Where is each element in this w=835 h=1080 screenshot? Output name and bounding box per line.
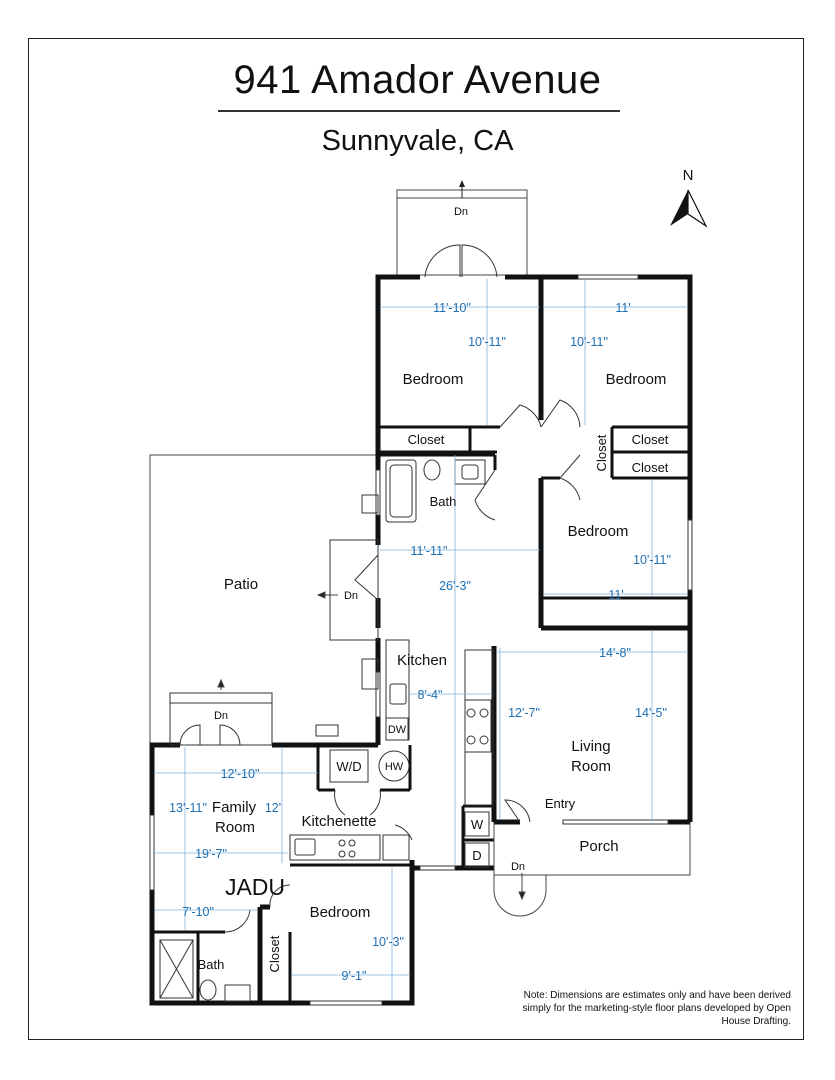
disclaimer-note: Note: Dimensions are estimates only and … — [522, 990, 791, 1027]
appliance-dryer: D — [472, 848, 481, 863]
room-living-line2: Room — [571, 758, 611, 775]
porch-outline — [217, 591, 691, 917]
room-closet-nw: Closet — [408, 432, 445, 447]
stair-label-patio: Dn — [344, 590, 358, 602]
room-closet-hall: Closet — [594, 434, 609, 471]
dim-living-height-left: 12'-7" — [508, 706, 540, 720]
dim-bed-e-width: 11' — [608, 588, 623, 602]
room-patio: Patio — [224, 576, 258, 593]
windows — [149, 274, 693, 1006]
dim-living-width: 14'-8" — [599, 646, 631, 660]
dim-family-height-left: 13'-11" — [169, 801, 207, 815]
stair-label-top: Dn — [454, 206, 468, 218]
main-walls — [375, 274, 693, 871]
appliance-washer: W — [471, 817, 484, 832]
room-living-line1: Living — [571, 738, 610, 755]
door-swings — [179, 244, 581, 933]
dim-bed-ne-width: 11' — [615, 301, 630, 315]
dim-jadu-bed-height: 10'-3" — [372, 935, 404, 949]
dim-bed-nw-height: 10'-11" — [468, 335, 506, 349]
fixtures — [159, 459, 494, 1002]
dim-hall-width: 11'-11" — [411, 544, 448, 558]
room-closet-ne1: Closet — [632, 432, 669, 447]
jadu-interior — [152, 745, 412, 1003]
room-kitchenette: Kitchenette — [301, 813, 376, 830]
stair-label-jadu: Dn — [214, 710, 228, 722]
dim-living-height-right: 14'-5" — [635, 706, 667, 720]
room-entry: Entry — [545, 796, 576, 811]
page-frame — [28, 38, 804, 1040]
title-underline — [218, 110, 620, 112]
room-family-line1: Family — [212, 799, 257, 816]
dim-family-length: 19'-7" — [195, 847, 227, 861]
room-kitchen: Kitchen — [397, 652, 447, 669]
dim-kitchen-width: 8'-4" — [418, 688, 443, 702]
appliance-dw: DW — [388, 724, 407, 736]
page-title: 941 Amador Avenue — [233, 58, 602, 102]
room-jadu-bedroom: Bedroom — [310, 904, 371, 921]
room-closet-ne2: Closet — [632, 460, 669, 475]
dim-family-width: 12'-10" — [221, 767, 260, 781]
appliance-hw: HW — [385, 761, 404, 773]
interior-walls — [378, 425, 690, 868]
room-jadu-closet: Closet — [267, 935, 282, 972]
dim-jadu-width: 7'-10" — [182, 905, 214, 919]
room-bedroom-ne: Bedroom — [606, 371, 667, 388]
dim-family-height-right: 12' — [265, 801, 281, 815]
page-subtitle: Sunnyvale, CA — [321, 125, 514, 157]
dim-jadu-bed-width: 9'-1" — [342, 969, 367, 983]
appliance-wd: W/D — [336, 759, 361, 774]
room-family-line2: Room — [215, 819, 255, 836]
north-arrow-icon — [670, 189, 708, 228]
room-jadu-bath: Bath — [198, 957, 225, 972]
dimension-lines — [154, 279, 688, 1001]
dim-bed-nw-width: 11'-10" — [433, 301, 471, 315]
room-bedroom-e: Bedroom — [568, 523, 629, 540]
dim-hall-length: 26'-3" — [439, 579, 471, 593]
dim-bed-e-height: 10'-11" — [633, 553, 671, 567]
room-porch: Porch — [579, 838, 618, 855]
room-bath: Bath — [430, 494, 457, 509]
north-label: N — [683, 167, 694, 184]
room-bedroom-nw: Bedroom — [403, 371, 464, 388]
stair-label-porch: Dn — [511, 861, 525, 873]
dim-bed-ne-height: 10'-11" — [570, 335, 608, 349]
room-jadu: JADU — [225, 874, 285, 900]
